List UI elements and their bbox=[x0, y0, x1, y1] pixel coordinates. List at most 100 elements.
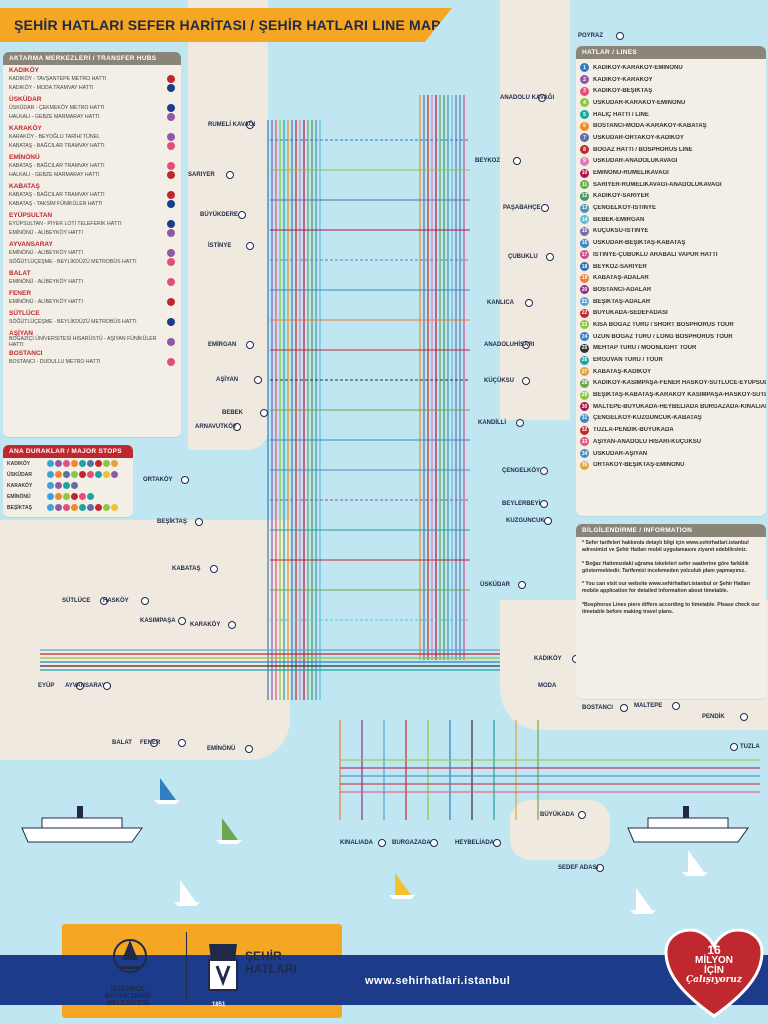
station-maltepe[interactable]: MALTEPE bbox=[634, 703, 663, 709]
station-besiktas[interactable]: BEŞİKTAŞ bbox=[157, 519, 187, 525]
station-bostanci[interactable]: BOSTANCI bbox=[582, 705, 613, 711]
line-dot-icon bbox=[87, 504, 94, 511]
station-kadikoy[interactable]: KADIKÖY bbox=[534, 656, 562, 662]
line-number-badge: 23 bbox=[580, 320, 589, 330]
pier-marker bbox=[246, 242, 254, 250]
hub-transfer-label: HALKALI - GEBZE MARMARAY HATTI bbox=[9, 113, 100, 120]
station-haskoy[interactable]: HASKÖY bbox=[103, 598, 129, 604]
station-anadoluhisari[interactable]: ANADOLUHİSARI bbox=[484, 342, 535, 348]
line-dot-icon bbox=[79, 471, 86, 478]
station-asiyan[interactable]: AŞİYAN bbox=[216, 377, 239, 383]
station-buyukdere[interactable]: BÜYÜKDERE bbox=[200, 212, 239, 218]
website-link[interactable]: www.sehirhatlari.istanbul bbox=[365, 975, 511, 987]
station-beylerbeyi[interactable]: BEYLERBEYİ bbox=[502, 501, 541, 507]
station-sariyer[interactable]: SARIYER bbox=[188, 172, 215, 178]
line-name: ÜSKÜDAR-ORTAKÖY-KADIKÖY bbox=[593, 134, 684, 141]
heart-text-milyon: MİLYON bbox=[695, 955, 733, 966]
line-number-badge: 27 bbox=[580, 367, 589, 377]
line-number-badge: 28 bbox=[580, 378, 589, 388]
station-heybeliada[interactable]: HEYBELİADA bbox=[455, 840, 495, 846]
station-beykoz[interactable]: BEYKOZ bbox=[475, 158, 501, 164]
station-pasabahce[interactable]: PAŞABAHÇE bbox=[503, 205, 541, 211]
station-cubuklu[interactable]: ÇUBUKLU bbox=[508, 254, 538, 260]
station-kandilli[interactable]: KANDİLLİ bbox=[478, 420, 506, 426]
station-kasimpasa[interactable]: KASIMPAŞA bbox=[140, 618, 176, 624]
line-number-badge: 15 bbox=[580, 226, 589, 236]
ferry-icon bbox=[21, 827, 143, 843]
station-eminonu[interactable]: EMİNÖNÜ bbox=[207, 746, 236, 752]
information-heading: BİLGİLENDİRME / INFORMATION bbox=[576, 524, 766, 537]
station-karakoy[interactable]: KARAKÖY bbox=[190, 622, 221, 628]
station-kucuksu[interactable]: KÜÇÜKSU bbox=[484, 378, 514, 384]
station-eyup[interactable]: EYÜP bbox=[38, 683, 55, 689]
hub-transfer-label: KABATAŞ - TAKSİM FÜNİKÜLER HATTI bbox=[9, 200, 103, 207]
station-uskudar[interactable]: ÜSKÜDAR bbox=[480, 582, 510, 588]
station-poyraz[interactable]: POYRAZ bbox=[578, 33, 604, 39]
station-pendik[interactable]: PENDİK bbox=[702, 714, 725, 720]
land-island bbox=[510, 800, 610, 860]
station-balat[interactable]: BALAT bbox=[112, 740, 132, 746]
station-kabatas[interactable]: KABATAŞ bbox=[172, 566, 201, 572]
station-istinye[interactable]: İSTİNYE bbox=[208, 243, 232, 249]
station-ayvansaray[interactable]: AYVANSARAY bbox=[65, 683, 106, 689]
station-sedef[interactable]: SEDEF ADASI bbox=[558, 865, 599, 871]
station-emirgan[interactable]: EMİRGAN bbox=[208, 342, 237, 348]
station-kuzguncuk[interactable]: KUZGUNCUK bbox=[506, 518, 545, 524]
hub-transfer-label: BOSTANCI - DUDULLU METRO HATTI bbox=[9, 358, 101, 365]
hub-transfer-label: EMİNÖNÜ - ALİBEYKÖY HATTI bbox=[9, 278, 83, 285]
station-cengelkoy[interactable]: ÇENGELKÖY bbox=[502, 468, 541, 474]
station-ortakoy[interactable]: ORTAKÖY bbox=[143, 477, 173, 483]
station-bebek[interactable]: BEBEK bbox=[222, 410, 244, 416]
station-buyukada[interactable]: BÜYÜKADA bbox=[540, 812, 575, 818]
station-sutluce[interactable]: SÜTLÜCE bbox=[62, 598, 91, 604]
station-moda[interactable]: MODA bbox=[538, 683, 557, 689]
station-kinaliada[interactable]: KINALIADA bbox=[340, 840, 373, 846]
station-kanlica[interactable]: KANLICA bbox=[487, 300, 514, 306]
station-fener[interactable]: FENER bbox=[140, 740, 161, 746]
line-name: ÇENGELKÖY-İSTİNYE bbox=[593, 205, 657, 212]
station-rumeli-kavagi[interactable]: RUMELİ KAVAĞI bbox=[208, 122, 256, 128]
line-number-badge: 4 bbox=[580, 98, 589, 108]
station-anadolu-kavagi[interactable]: ANADOLU KAVAĞI bbox=[500, 95, 555, 101]
station-arnavutkoy[interactable]: ARNAVUTKÖY bbox=[195, 424, 237, 430]
station-burgazada[interactable]: BURGAZADA bbox=[392, 840, 431, 846]
station-tuzla[interactable]: TUZLA bbox=[740, 744, 760, 750]
hub-name: KARAKÖY bbox=[9, 125, 42, 132]
